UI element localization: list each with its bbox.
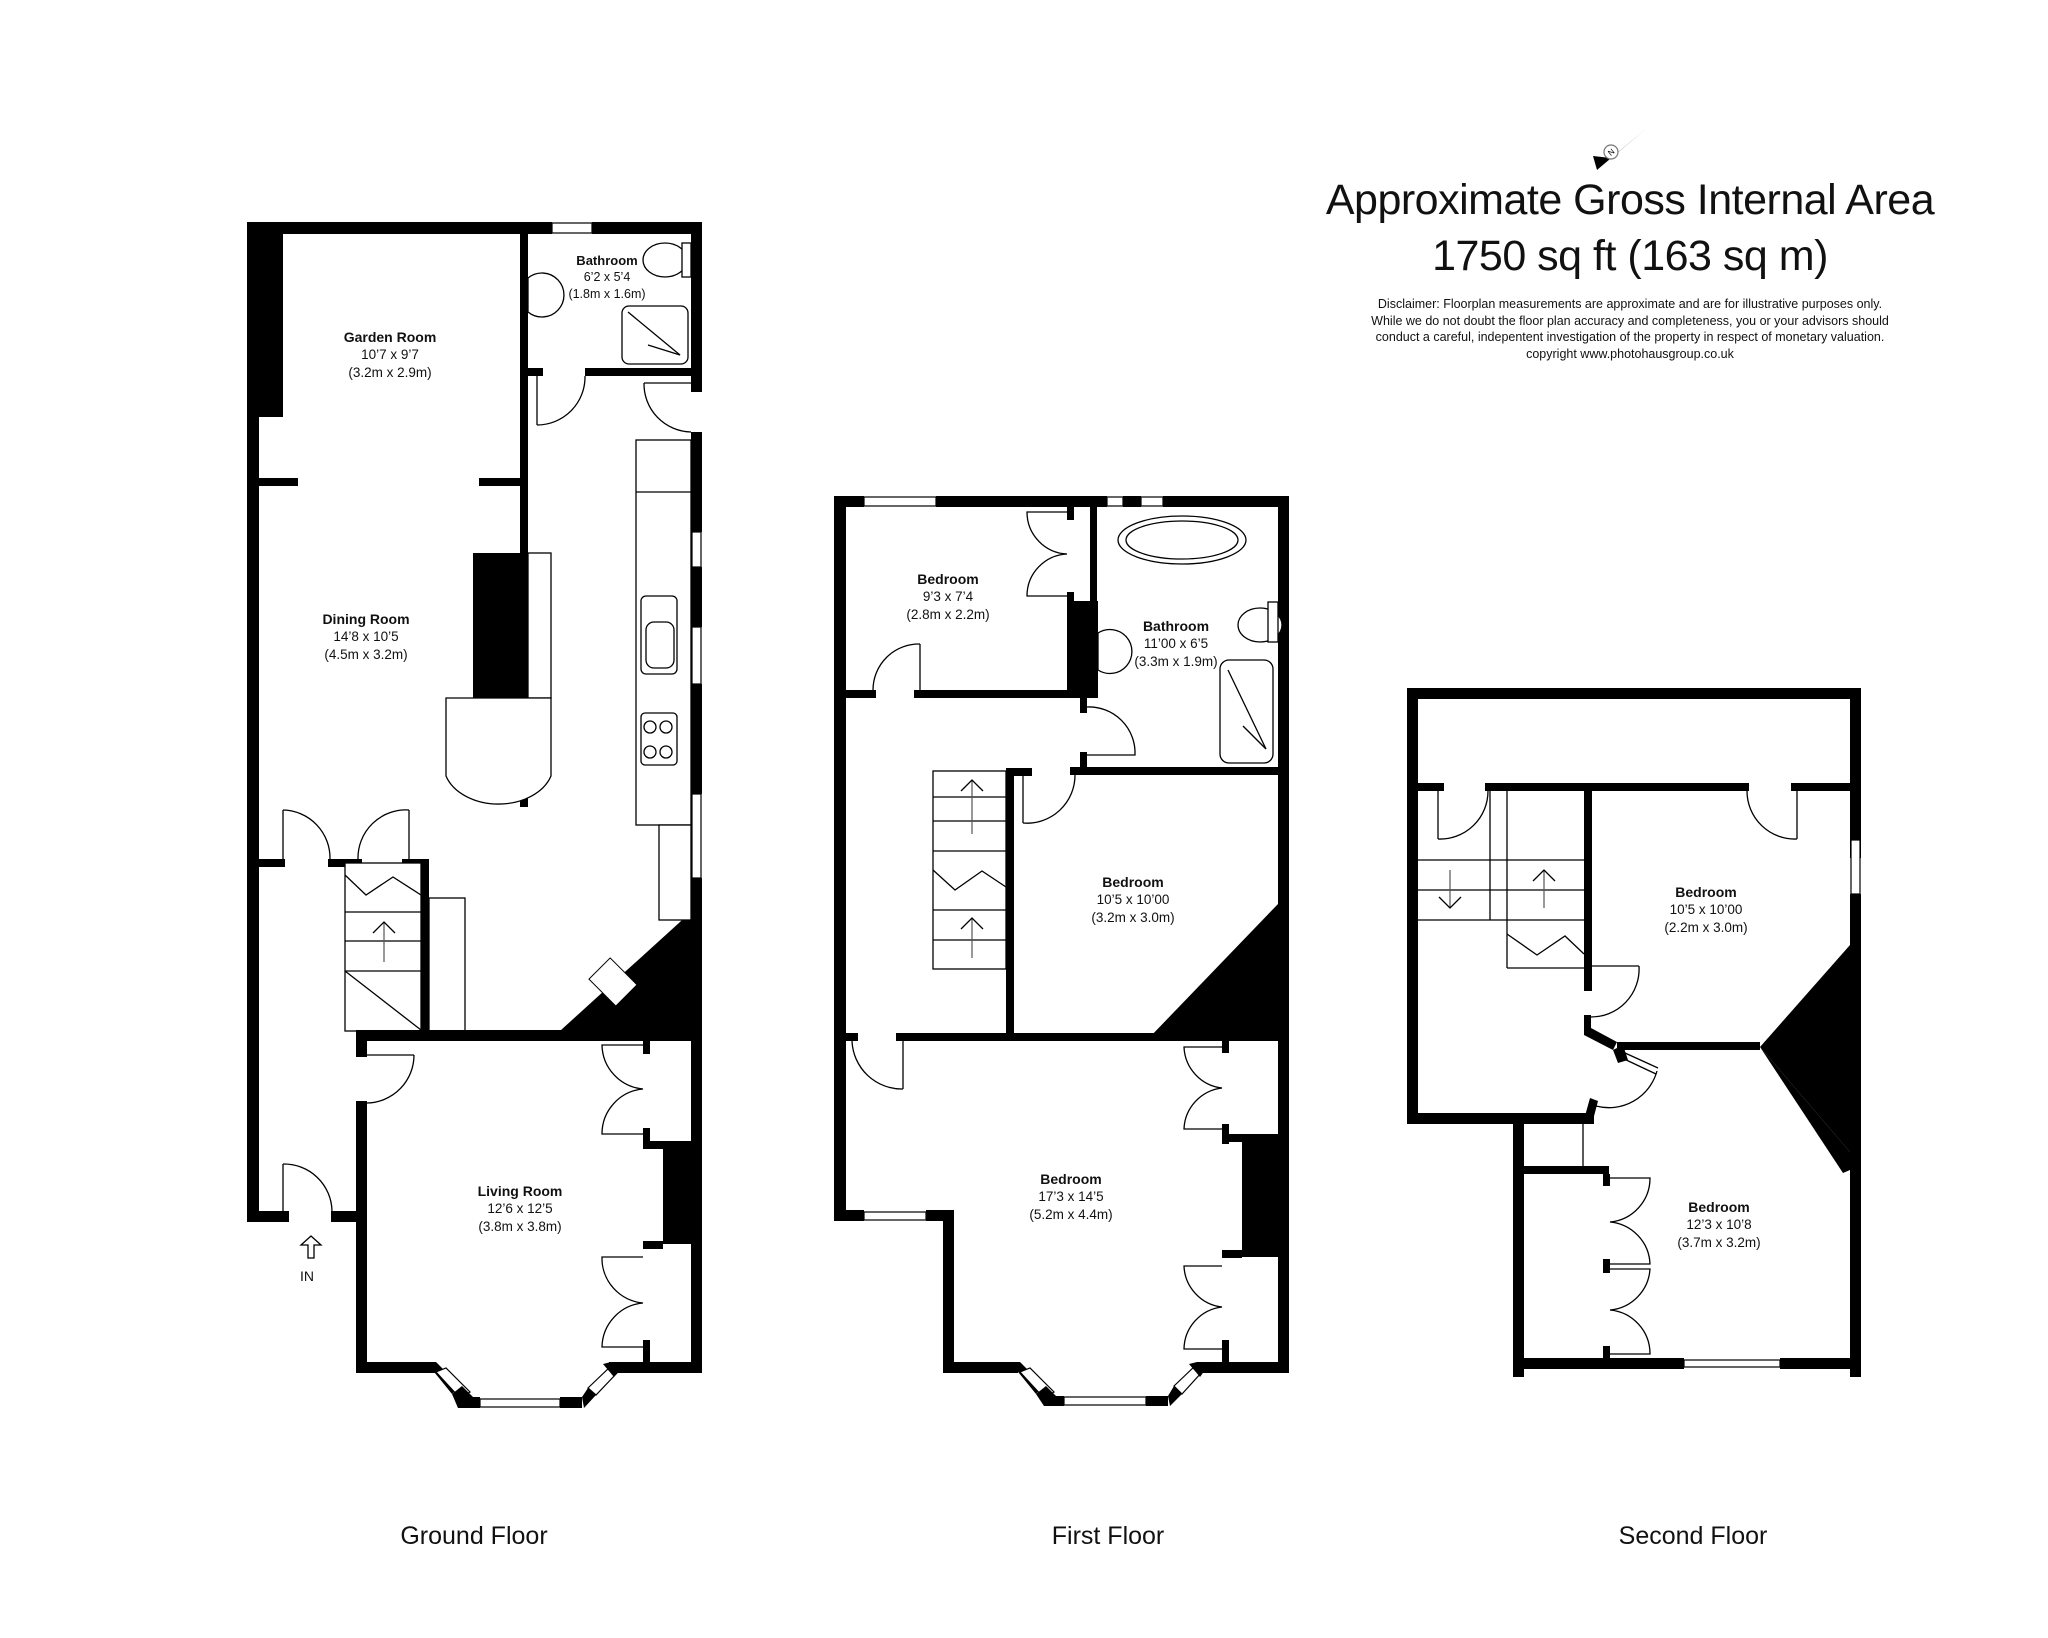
disclaimer-line: While we do not doubt the floor plan acc… — [1371, 313, 1889, 328]
disclaimer-line: Disclaimer: Floorplan measurements are a… — [1377, 297, 1883, 311]
first-floor-plan — [834, 496, 1289, 1406]
total-area: 1750 sq ft (163 sq m) — [1432, 232, 1828, 280]
floor-label-ground: Ground Floor — [400, 1522, 548, 1550]
room-label-living-room: Living Room 12’6 x 12’5 (3.8m x 3.8m) — [477, 1183, 563, 1234]
room-label-garden-room: Garden Room 10’7 x 9’7 (3.2m x 2.9m) — [343, 329, 437, 380]
area-title: Approximate Gross Internal Area — [1325, 176, 1935, 224]
room-label-first-bedroom-main: Bedroom 17’3 x 14’5 (5.2m x 4.4m) — [1029, 1171, 1113, 1222]
room-label-first-bathroom: Bathroom 11’00 x 6’5 (3.3m x 1.9m) — [1134, 618, 1218, 669]
copyright: copyright www.photohausgroup.co.uk — [1526, 346, 1734, 361]
room-label-second-bedroom-top: Bedroom 10’5 x 10’00 (2.2m x 3.0m) — [1664, 884, 1748, 935]
room-label-second-bedroom-bottom: Bedroom 12’3 x 10’8 (3.7m x 3.2m) — [1677, 1199, 1761, 1250]
disclaimer-line: conduct a careful, indepentent investiga… — [1375, 330, 1885, 344]
room-label-first-bedroom-small: Bedroom 9’3 x 7’4 (2.8m x 2.2m) — [906, 571, 990, 622]
floor-label-first: First Floor — [1051, 1522, 1165, 1550]
entrance-label: IN — [300, 1268, 314, 1284]
room-label-first-bedroom-middle: Bedroom 10’5 x 10’00 (3.2m x 3.0m) — [1091, 874, 1175, 925]
second-floor-plan — [1407, 688, 1861, 1377]
floor-label-second: Second Floor — [1618, 1522, 1768, 1550]
room-label-dining-room: Dining Room 14’8 x 10’5 (4.5m x 3.2m) — [322, 611, 410, 662]
svg-text:N: N — [1606, 147, 1616, 158]
ground-floor-plan — [247, 222, 702, 1408]
north-arrow-icon: N — [1593, 128, 1647, 170]
disclaimer: Disclaimer: Floorplan measurements are a… — [1250, 296, 2010, 362]
room-label-ground-bathroom: Bathroom 6’2 x 5’4 (1.8m x 1.6m) — [568, 253, 646, 301]
